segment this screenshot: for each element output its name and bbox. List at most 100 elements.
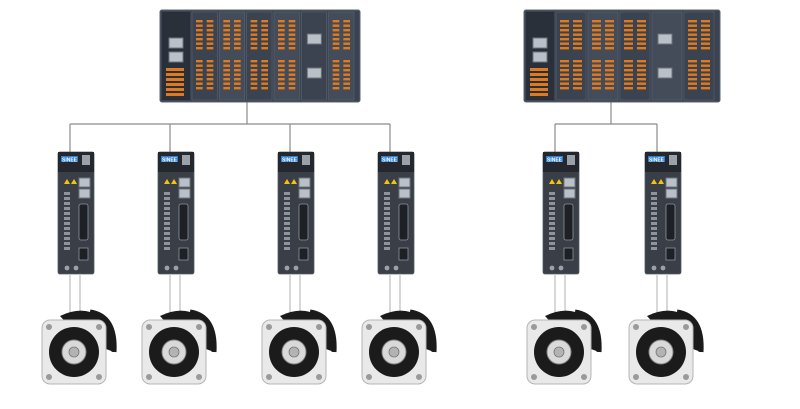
terminal-pin — [343, 24, 350, 27]
terminal-pin — [605, 47, 614, 50]
rj45-port — [178, 188, 191, 199]
terminal-pin — [332, 38, 340, 41]
terminal-pin — [624, 78, 633, 81]
terminal-pin — [206, 38, 214, 41]
terminal-pin — [196, 38, 203, 41]
terminal-screw — [64, 227, 70, 230]
ground-screw — [651, 265, 657, 271]
mounting-hole — [146, 374, 152, 380]
encoder-connector — [178, 203, 189, 241]
terminal-pin — [701, 87, 710, 90]
terminal-pin — [637, 64, 646, 67]
terminal-pin — [223, 42, 230, 45]
terminal-pin — [688, 78, 697, 81]
terminal-pin — [592, 64, 601, 67]
terminal-pin — [573, 29, 582, 32]
terminal-pin — [278, 47, 285, 50]
bus-wires — [69, 102, 658, 152]
terminal-pin — [701, 20, 710, 23]
terminal-pin — [234, 29, 241, 32]
terminal-pin — [560, 42, 569, 45]
encoder-connector — [78, 203, 89, 241]
terminal-pin — [196, 33, 203, 36]
terminal-pin — [223, 38, 230, 41]
terminal-screw — [164, 237, 170, 240]
terminal-pin — [605, 87, 614, 90]
mounting-hole — [96, 324, 102, 330]
rj45-port — [78, 188, 91, 199]
terminal-pin — [592, 69, 601, 72]
ground-screw — [64, 265, 70, 271]
terminal-strip — [166, 88, 184, 91]
terminal-pin — [332, 47, 340, 50]
terminal-pin — [250, 69, 258, 72]
status-led — [291, 179, 297, 184]
encoder-connector — [563, 203, 574, 241]
rj45-port — [398, 177, 411, 188]
motor-cable-loop — [189, 309, 217, 353]
terminal-pin — [343, 82, 350, 85]
terminal-screw — [549, 212, 555, 215]
terminal-pin — [332, 29, 340, 32]
terminal-pin — [573, 20, 582, 23]
terminal-screw — [64, 192, 70, 195]
mounting-hole — [266, 374, 272, 380]
terminal-screw — [284, 247, 290, 250]
terminal-pin — [573, 87, 582, 90]
terminal-pin — [332, 20, 340, 23]
terminal-pin — [234, 33, 241, 36]
terminal-pin — [637, 29, 646, 32]
motor-shaft — [288, 346, 300, 358]
terminal-pin — [592, 73, 601, 76]
drive-qr-tag — [669, 155, 677, 165]
terminal-pin — [206, 33, 214, 36]
terminal-screw — [164, 217, 170, 220]
terminal-screw — [549, 232, 555, 235]
terminal-pin — [701, 38, 710, 41]
terminal-pin — [234, 69, 241, 72]
terminal-pin — [223, 64, 230, 67]
terminal-pin — [261, 38, 268, 41]
ground-screw — [173, 265, 179, 271]
terminal-screw — [64, 202, 70, 205]
terminal-screw — [651, 247, 657, 250]
terminal-screw — [549, 202, 555, 205]
mounting-hole — [366, 374, 372, 380]
status-led — [549, 179, 555, 184]
terminal-pin — [250, 73, 258, 76]
terminal-screw — [164, 232, 170, 235]
terminal-screw — [164, 192, 170, 195]
terminal-pin — [223, 69, 230, 72]
terminal-pin — [261, 33, 268, 36]
drive-brand-label: SINEE — [382, 157, 398, 163]
terminal-pin — [343, 33, 350, 36]
terminal-pin — [223, 78, 230, 81]
terminal-screw — [284, 227, 290, 230]
mounting-hole — [196, 374, 202, 380]
terminal-screw — [549, 222, 555, 225]
terminal-pin — [343, 60, 350, 63]
terminal-screw — [549, 207, 555, 210]
terminal-pin — [637, 60, 646, 63]
terminal-pin — [560, 87, 569, 90]
terminal-pin — [573, 47, 582, 50]
terminal-pin — [206, 69, 214, 72]
mounting-hole — [683, 374, 689, 380]
terminal-pin — [206, 20, 214, 23]
terminal-pin — [624, 73, 633, 76]
terminal-screw — [284, 242, 290, 245]
terminal-pin — [206, 24, 214, 27]
terminal-screw — [284, 197, 290, 200]
terminal-pin — [332, 24, 340, 27]
terminal-pin — [278, 78, 285, 81]
terminal-pin — [261, 24, 268, 27]
encoder-connector — [398, 203, 409, 241]
terminal-pin — [206, 60, 214, 63]
mounting-hole — [633, 324, 639, 330]
servo-drive: SINEE — [57, 151, 95, 275]
terminal-pin — [605, 82, 614, 85]
terminal-pin — [288, 47, 296, 50]
rj45-port — [665, 188, 678, 199]
ground-screw — [393, 265, 399, 271]
status-led — [164, 179, 170, 184]
